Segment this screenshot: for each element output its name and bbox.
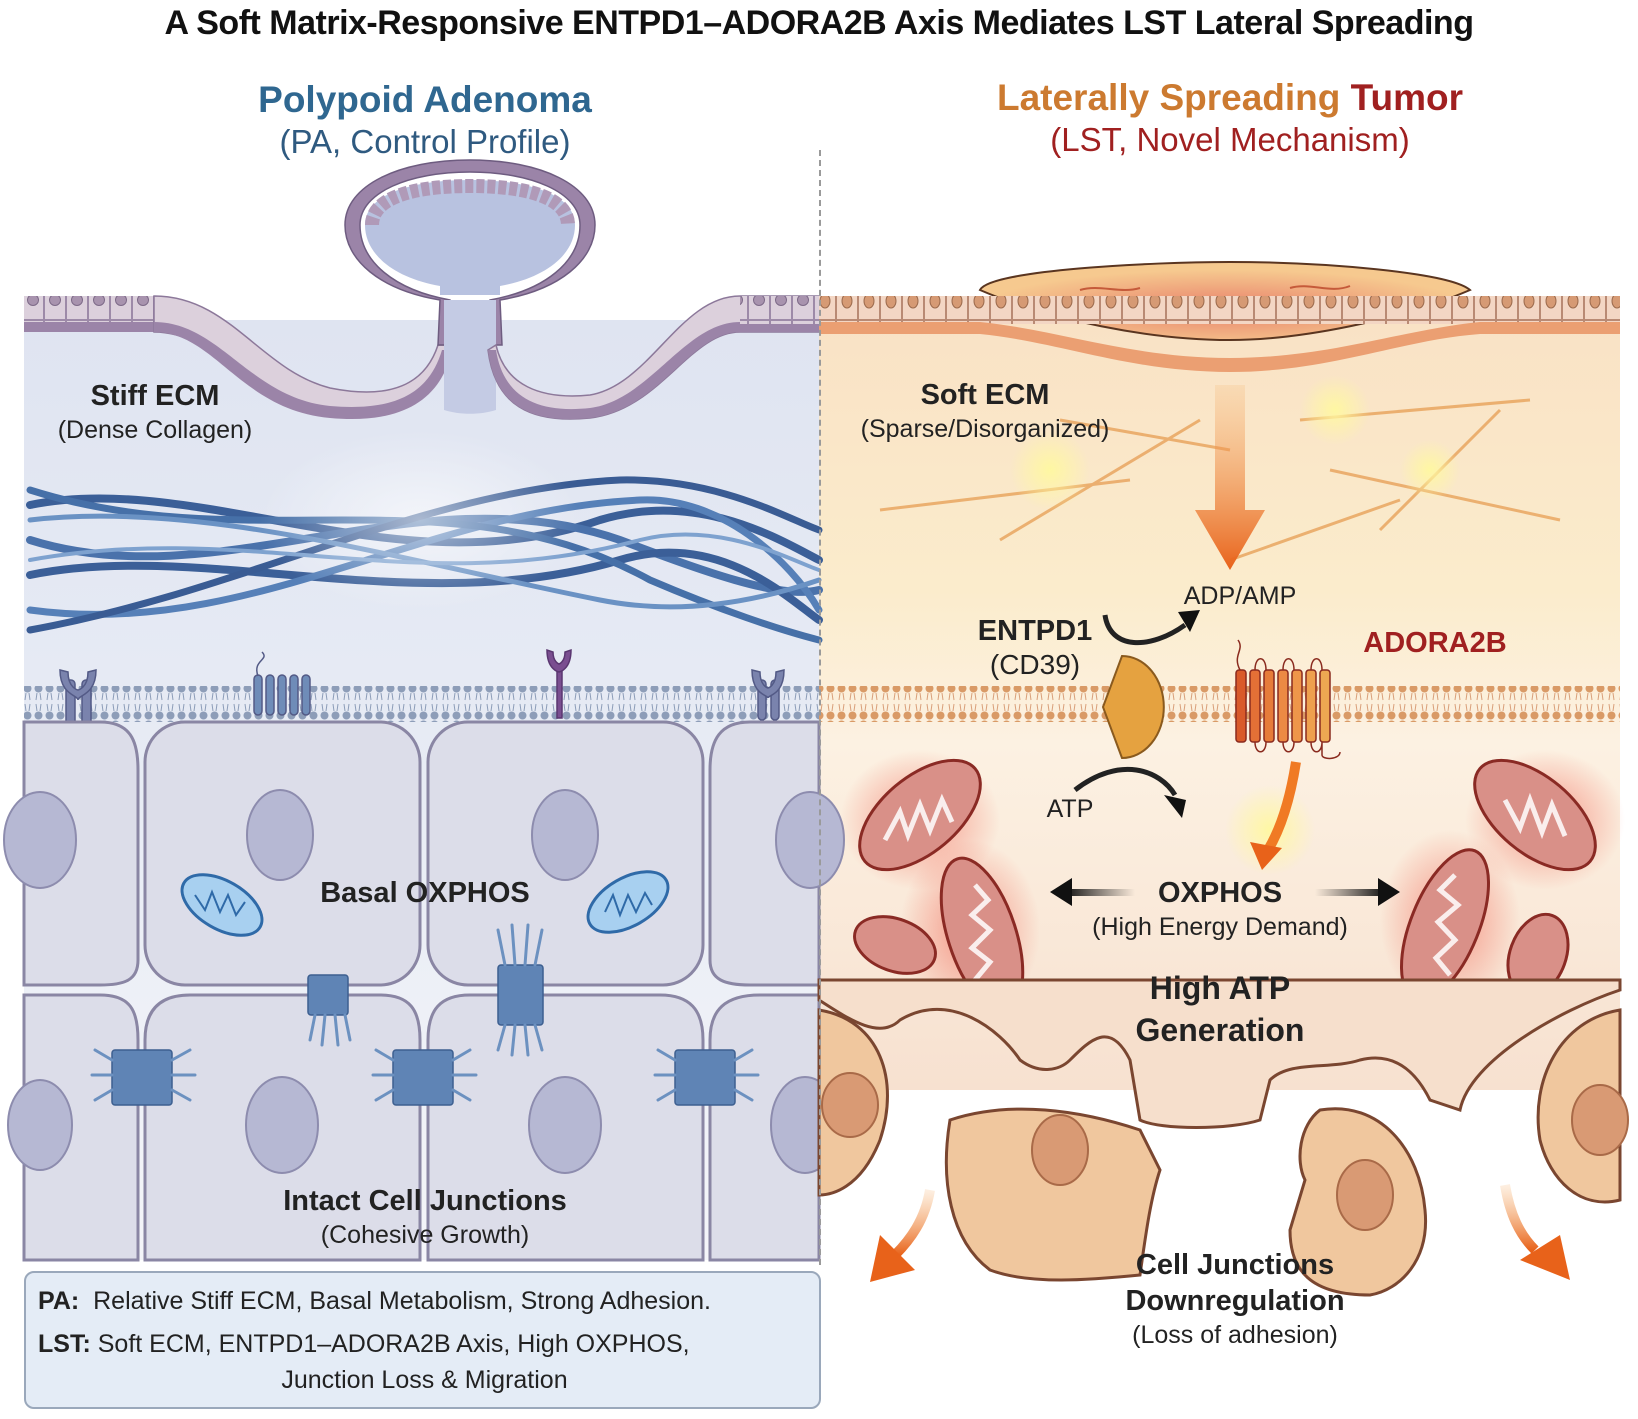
oxphos-label: OXPHOS (High Energy Demand) <box>1070 875 1370 943</box>
lst-epithelium <box>819 260 1620 372</box>
atp-label: ATP <box>1030 793 1110 825</box>
pa-panel-heading: Polypoid Adenoma (PA, Control Profile) <box>200 78 650 162</box>
adora2b-label: ADORA2B <box>1340 625 1530 661</box>
soft-ecm-title: Soft ECM <box>920 379 1050 411</box>
soft-ecm-subtitle: (Sparse/Disorganized) <box>860 415 1110 443</box>
stiff-ecm-label: Stiff ECM (Dense Collagen) <box>30 378 280 446</box>
basal-oxphos-text: Basal OXPHOS <box>320 877 530 909</box>
signal-arrow-down <box>1195 385 1265 570</box>
intact-junctions-title: Intact Cell Junctions <box>283 1185 567 1217</box>
oxphos-title: OXPHOS <box>1157 877 1283 909</box>
high-oxphos-mitochondria <box>840 750 1625 1020</box>
junction-down-subtitle: (Loss of adhesion) <box>1132 1321 1338 1349</box>
lst-subheading: (LST, Novel Mechanism) <box>1050 121 1410 158</box>
figure-title: A Soft Matrix-Responsive ENTPD1–ADORA2B … <box>164 4 1474 42</box>
high-atp-line1: High ATP <box>1149 970 1291 1006</box>
oxphos-subtitle: (High Energy Demand) <box>1092 913 1348 941</box>
stiff-ecm-subtitle: (Dense Collagen) <box>57 416 253 444</box>
polyp-epithelium <box>24 159 820 420</box>
entpd1-label: ENTPD1 (CD39) <box>960 613 1110 681</box>
junction-down-line2: Downregulation <box>1125 1285 1345 1317</box>
adora2b-title: ADORA2B <box>1363 627 1507 659</box>
adp-amp-label: ADP/AMP <box>1165 580 1315 612</box>
stiff-ecm-title: Stiff ECM <box>90 380 220 412</box>
summary-lst-key: LST: <box>38 1330 91 1358</box>
junction-down-line1: Cell Junctions <box>1135 1249 1335 1281</box>
summary-pa-text: Relative Stiff ECM, Basal Metabolism, St… <box>93 1287 711 1315</box>
atp-text: ATP <box>1046 795 1094 823</box>
summary-lst-line2: Junction Loss & Migration <box>281 1366 568 1394</box>
entpd1-subtitle: (CD39) <box>989 649 1081 680</box>
high-atp-label: High ATP Generation <box>1100 967 1340 1051</box>
lst-panel-heading: Laterally Spreading Tumor (LST, Novel Me… <box>930 76 1530 160</box>
summary-lst-text: Soft ECM, ENTPD1–ADORA2B Axis, High OXPH… <box>97 1330 690 1358</box>
summary-lst-line: LST: Soft ECM, ENTPD1–ADORA2B Axis, High… <box>38 1330 690 1359</box>
entpd1-enzyme-shape <box>1101 654 1165 760</box>
panel-divider <box>819 150 821 1265</box>
high-atp-line2: Generation <box>1135 1012 1305 1048</box>
summary-box: PA: Relative Stiff ECM, Basal Metabolism… <box>24 1271 821 1409</box>
lst-heading-part2: Tumor <box>1350 77 1464 118</box>
lst-cell-membrane <box>819 686 1620 722</box>
pa-cell-membrane <box>24 686 819 722</box>
soft-ecm-label: Soft ECM (Sparse/Disorganized) <box>835 377 1135 445</box>
pa-heading: Polypoid Adenoma <box>258 79 592 120</box>
cell-junction-desmosomes <box>111 964 736 1106</box>
pa-subheading: (PA, Control Profile) <box>279 123 571 160</box>
junction-downregulation-label: Cell Junctions Downregulation (Loss of a… <box>1085 1247 1385 1351</box>
intact-junctions-subtitle: (Cohesive Growth) <box>320 1221 530 1249</box>
lst-heading-part1: Laterally Spreading <box>996 77 1341 118</box>
summary-pa-key: PA: <box>38 1287 80 1315</box>
summary-pa-line: PA: Relative Stiff ECM, Basal Metabolism… <box>38 1287 711 1316</box>
entpd1-title: ENTPD1 <box>977 615 1093 647</box>
intact-junctions-label: Intact Cell Junctions (Cohesive Growth) <box>255 1183 595 1251</box>
adp-amp-text: ADP/AMP <box>1183 582 1297 610</box>
basal-oxphos-label: Basal OXPHOS <box>290 875 560 911</box>
adora2b-receptor <box>1235 639 1341 760</box>
basal-mitochondria <box>180 870 670 937</box>
migration-arrows <box>870 1184 1570 1282</box>
